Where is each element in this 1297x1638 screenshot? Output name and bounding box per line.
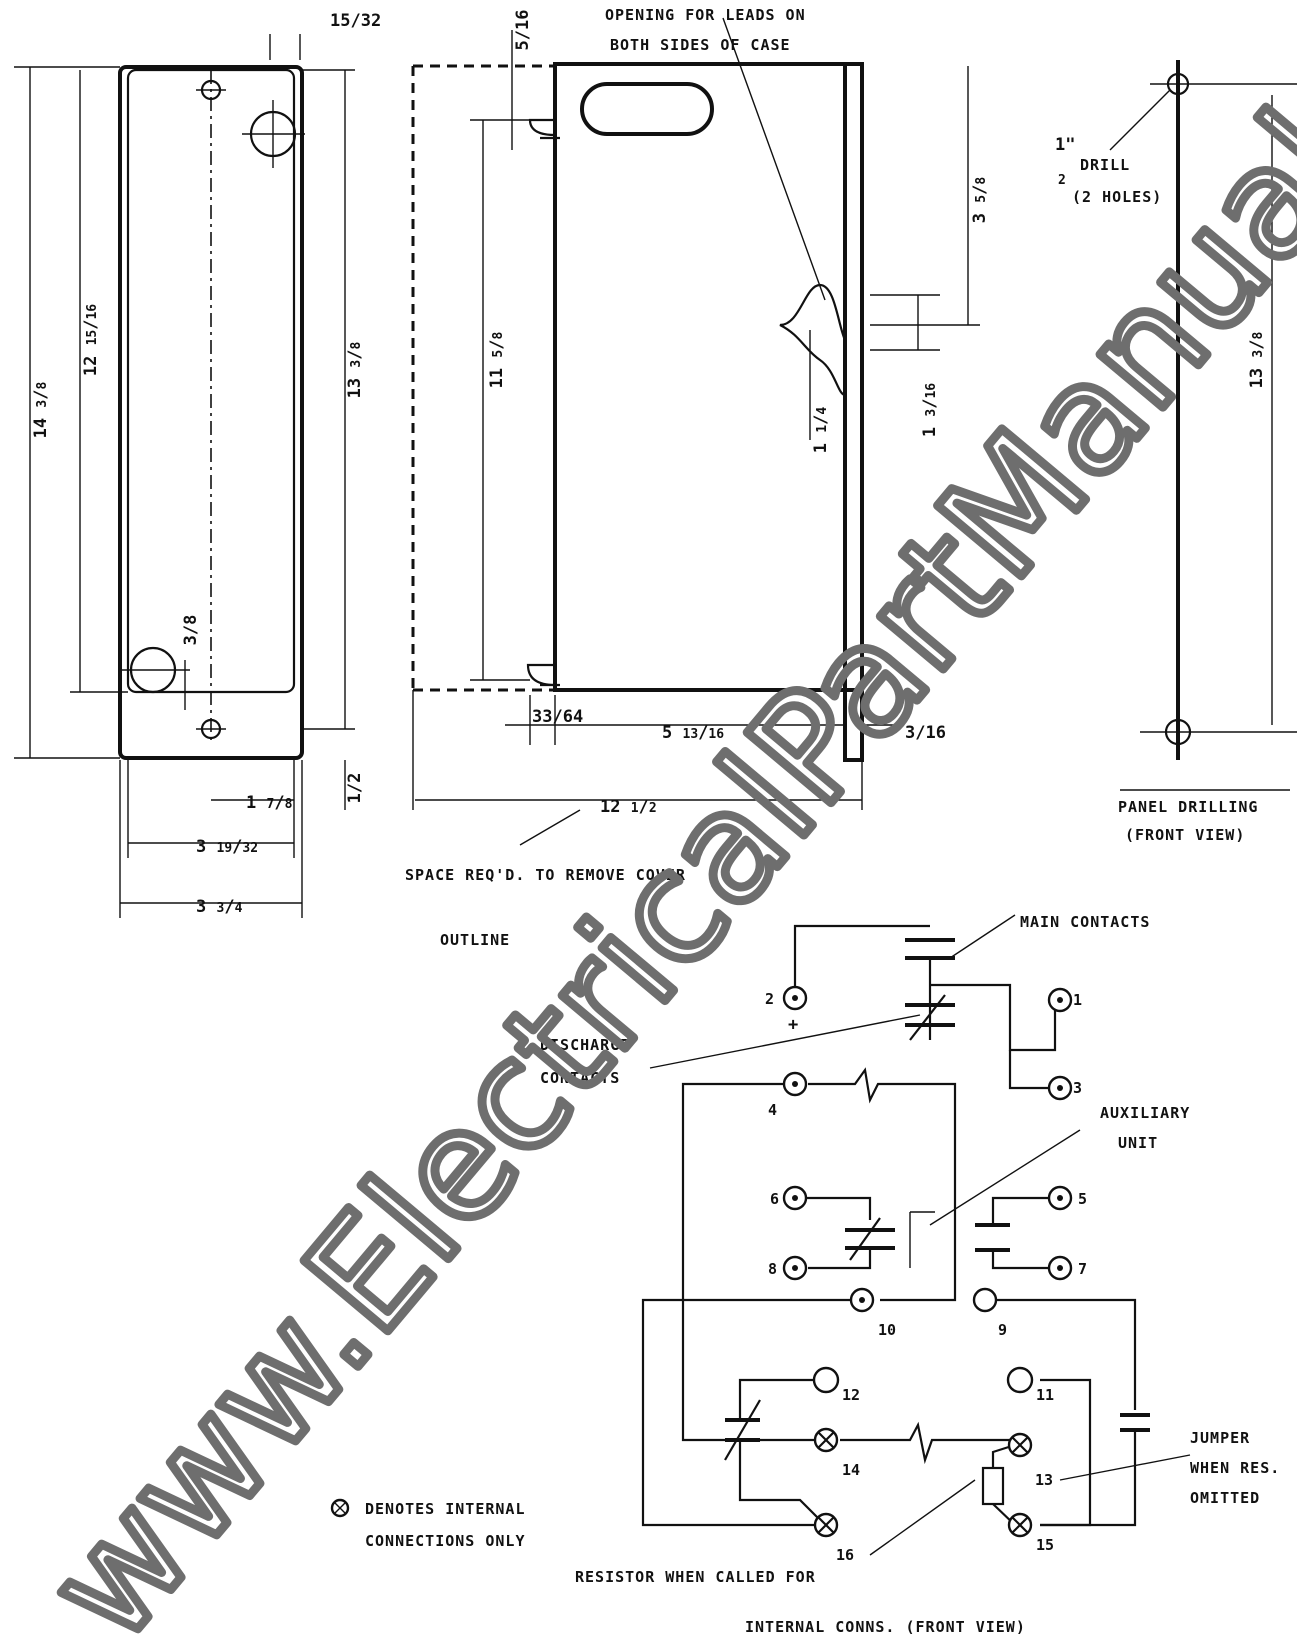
legend-line2: CONNECTIONS ONLY — [365, 1532, 526, 1550]
svg-text:3: 3 — [1073, 1079, 1082, 1097]
terminal-16: 16 — [813, 1512, 854, 1564]
opening-note-line2: BOTH SIDES OF CASE — [610, 36, 791, 54]
jumper-note-line1: JUMPER — [1190, 1429, 1250, 1447]
dim-1-3-16: 1 3/16 — [920, 383, 940, 437]
jumper-note-line3: OMITTED — [1190, 1489, 1260, 1507]
dim-1-2: 1/2 — [345, 773, 365, 804]
svg-text:4: 4 — [768, 1101, 777, 1119]
cover-stud-top — [528, 118, 560, 140]
terminal-3: 3 — [1047, 1075, 1082, 1101]
front-outline-view: 14 3/8 12 15/16 13 3/8 3/8 1/2 15/32 1 7… — [14, 11, 381, 918]
svg-text:10: 10 — [878, 1321, 896, 1339]
terminal-15: 15 — [1007, 1512, 1054, 1554]
drill-note-line2: (2 HOLES) — [1072, 188, 1162, 206]
terminal-8: 8 — [768, 1255, 808, 1281]
space-required-note: SPACE REQ'D. TO REMOVE COVER — [405, 866, 686, 884]
panel-hole-bottom — [1140, 718, 1297, 746]
dim-3-5-8: 3 5/8 — [970, 177, 990, 224]
panel-hole-top — [1150, 72, 1297, 96]
dim-12-15-16: 12 15/16 — [81, 304, 101, 376]
panel-drilling-view: 13 3/8 1" 2 DRILL (2 HOLES) PANEL DRILLI… — [1055, 60, 1297, 844]
terminal-12: 12 — [812, 1366, 860, 1404]
discharge-contacts-line2: CONTACTS — [540, 1069, 620, 1087]
dim-1-1-4: 1 1/4 — [811, 407, 831, 454]
dim-3-3-4: 3 3/4 — [196, 897, 243, 917]
dim-3-8: 3/8 — [181, 615, 201, 646]
svg-text:6: 6 — [770, 1190, 779, 1208]
terminal-10: 10 — [849, 1287, 896, 1339]
svg-text:5: 5 — [1078, 1190, 1087, 1208]
svg-text:12: 12 — [842, 1386, 860, 1404]
main-contacts-label: MAIN CONTACTS — [1020, 913, 1150, 931]
jumper-note-line2: WHEN RES. — [1190, 1459, 1280, 1477]
mounting-hole-top — [196, 79, 305, 168]
terminal-11: 11 — [1006, 1366, 1054, 1404]
drill-note-line1: DRILL — [1080, 156, 1130, 174]
drill-size-num: 1" — [1055, 135, 1075, 155]
auxiliary-unit-line2: UNIT — [1118, 1134, 1158, 1152]
svg-text:16: 16 — [836, 1546, 854, 1564]
outline-title: OUTLINE — [440, 931, 510, 949]
resistor-note: RESISTOR WHEN CALLED FOR — [575, 1568, 816, 1586]
mounting-hole-bottom — [122, 646, 226, 740]
discharge-contacts-line1: DISCHARGE — [540, 1036, 630, 1054]
svg-text:11: 11 — [1036, 1386, 1054, 1404]
svg-text:7: 7 — [1078, 1260, 1087, 1278]
dim-15-32: 15/32 — [330, 11, 381, 31]
svg-text:14: 14 — [842, 1461, 860, 1479]
svg-text:13: 13 — [1035, 1471, 1053, 1489]
dim-3-16: 3/16 — [905, 723, 946, 743]
dim-12-1-2: 12 1/2 — [600, 797, 657, 817]
dim-14-3-8: 14 3/8 — [31, 382, 51, 439]
terminal-2: 2+ — [765, 985, 808, 1035]
terminal-13: 13 — [1007, 1432, 1053, 1489]
svg-text:9: 9 — [998, 1321, 1007, 1339]
svg-text:2: 2 — [765, 990, 774, 1008]
panel-note-line2: (FRONT VIEW) — [1125, 826, 1245, 844]
terminal-5: 5 — [1047, 1185, 1087, 1211]
watermark: www.ElectricalPartManuals.com — [14, 0, 1297, 1638]
terminal-4: 4 — [768, 1071, 808, 1119]
side-outline-view: 11 5/8 5/16 3 5/8 1 3/16 1 1/4 33/64 5 1… — [405, 6, 990, 949]
dim-panel-13-3-8: 13 3/8 — [1247, 332, 1267, 389]
dim-33-64: 33/64 — [532, 707, 583, 727]
cover-stud-bottom — [526, 663, 560, 687]
panel-note-line1: PANEL DRILLING — [1118, 798, 1258, 816]
dim-5-13-16: 5 13/16 — [662, 723, 724, 743]
terminal-9: 9 — [972, 1287, 1007, 1339]
internal-connections-title: INTERNAL CONNS. (FRONT VIEW) — [745, 1618, 1026, 1636]
terminal-6: 6 — [770, 1185, 808, 1211]
svg-text:8: 8 — [768, 1260, 777, 1278]
dim-5-16: 5/16 — [513, 10, 533, 51]
opening-note-line1: OPENING FOR LEADS ON — [605, 6, 806, 24]
svg-text:15: 15 — [1036, 1536, 1054, 1554]
terminal-14: 14 — [813, 1427, 860, 1479]
plus-mark: + — [788, 1015, 798, 1035]
dim-11-5-8: 11 5/8 — [487, 332, 507, 389]
dim-13-3-8: 13 3/8 — [345, 342, 365, 399]
dim-1-7-8: 1 7/8 — [246, 793, 293, 813]
drill-size-den: 2 — [1058, 173, 1066, 188]
terminal-7: 7 — [1047, 1255, 1087, 1281]
auxiliary-unit-line1: AUXILIARY — [1100, 1104, 1190, 1122]
legend-internal-symbol — [330, 1498, 350, 1518]
internal-connections-schematic: 1 2+ 3 4 5 6 7 8 9 10 11 12 13 14 15 16 … — [330, 913, 1280, 1636]
dim-3-19-32: 3 19/32 — [196, 837, 258, 857]
terminal-1: 1 — [1047, 987, 1082, 1013]
svg-text:1: 1 — [1073, 991, 1082, 1009]
legend-line1: DENOTES INTERNAL — [365, 1500, 526, 1518]
